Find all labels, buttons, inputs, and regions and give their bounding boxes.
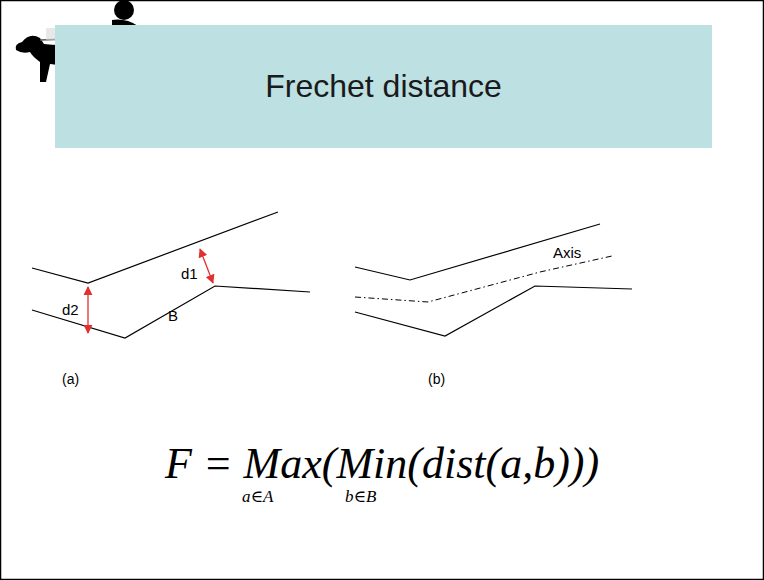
title-band: Frechet distance <box>55 25 712 148</box>
axis-label: Axis <box>553 245 581 262</box>
distance-arrow <box>87 287 88 333</box>
formula-subscript: a∈A <box>242 488 273 507</box>
slide-title: Frechet distance <box>265 68 502 105</box>
panel-label: (a) <box>62 372 79 387</box>
formula-subscript: b∈B <box>345 488 376 507</box>
curve-label: B <box>168 308 178 325</box>
panel-label: (b) <box>428 372 445 387</box>
curve-a <box>355 224 600 280</box>
curve-a <box>32 212 278 283</box>
curve-b <box>355 286 632 336</box>
axis-line <box>355 256 612 302</box>
curve-b <box>32 286 310 338</box>
distance-label: d1 <box>181 266 198 283</box>
distance-arrow <box>200 249 213 283</box>
distance-label: d2 <box>62 302 79 319</box>
formula: F = Max(Min(dist(a,b))) <box>165 440 599 488</box>
